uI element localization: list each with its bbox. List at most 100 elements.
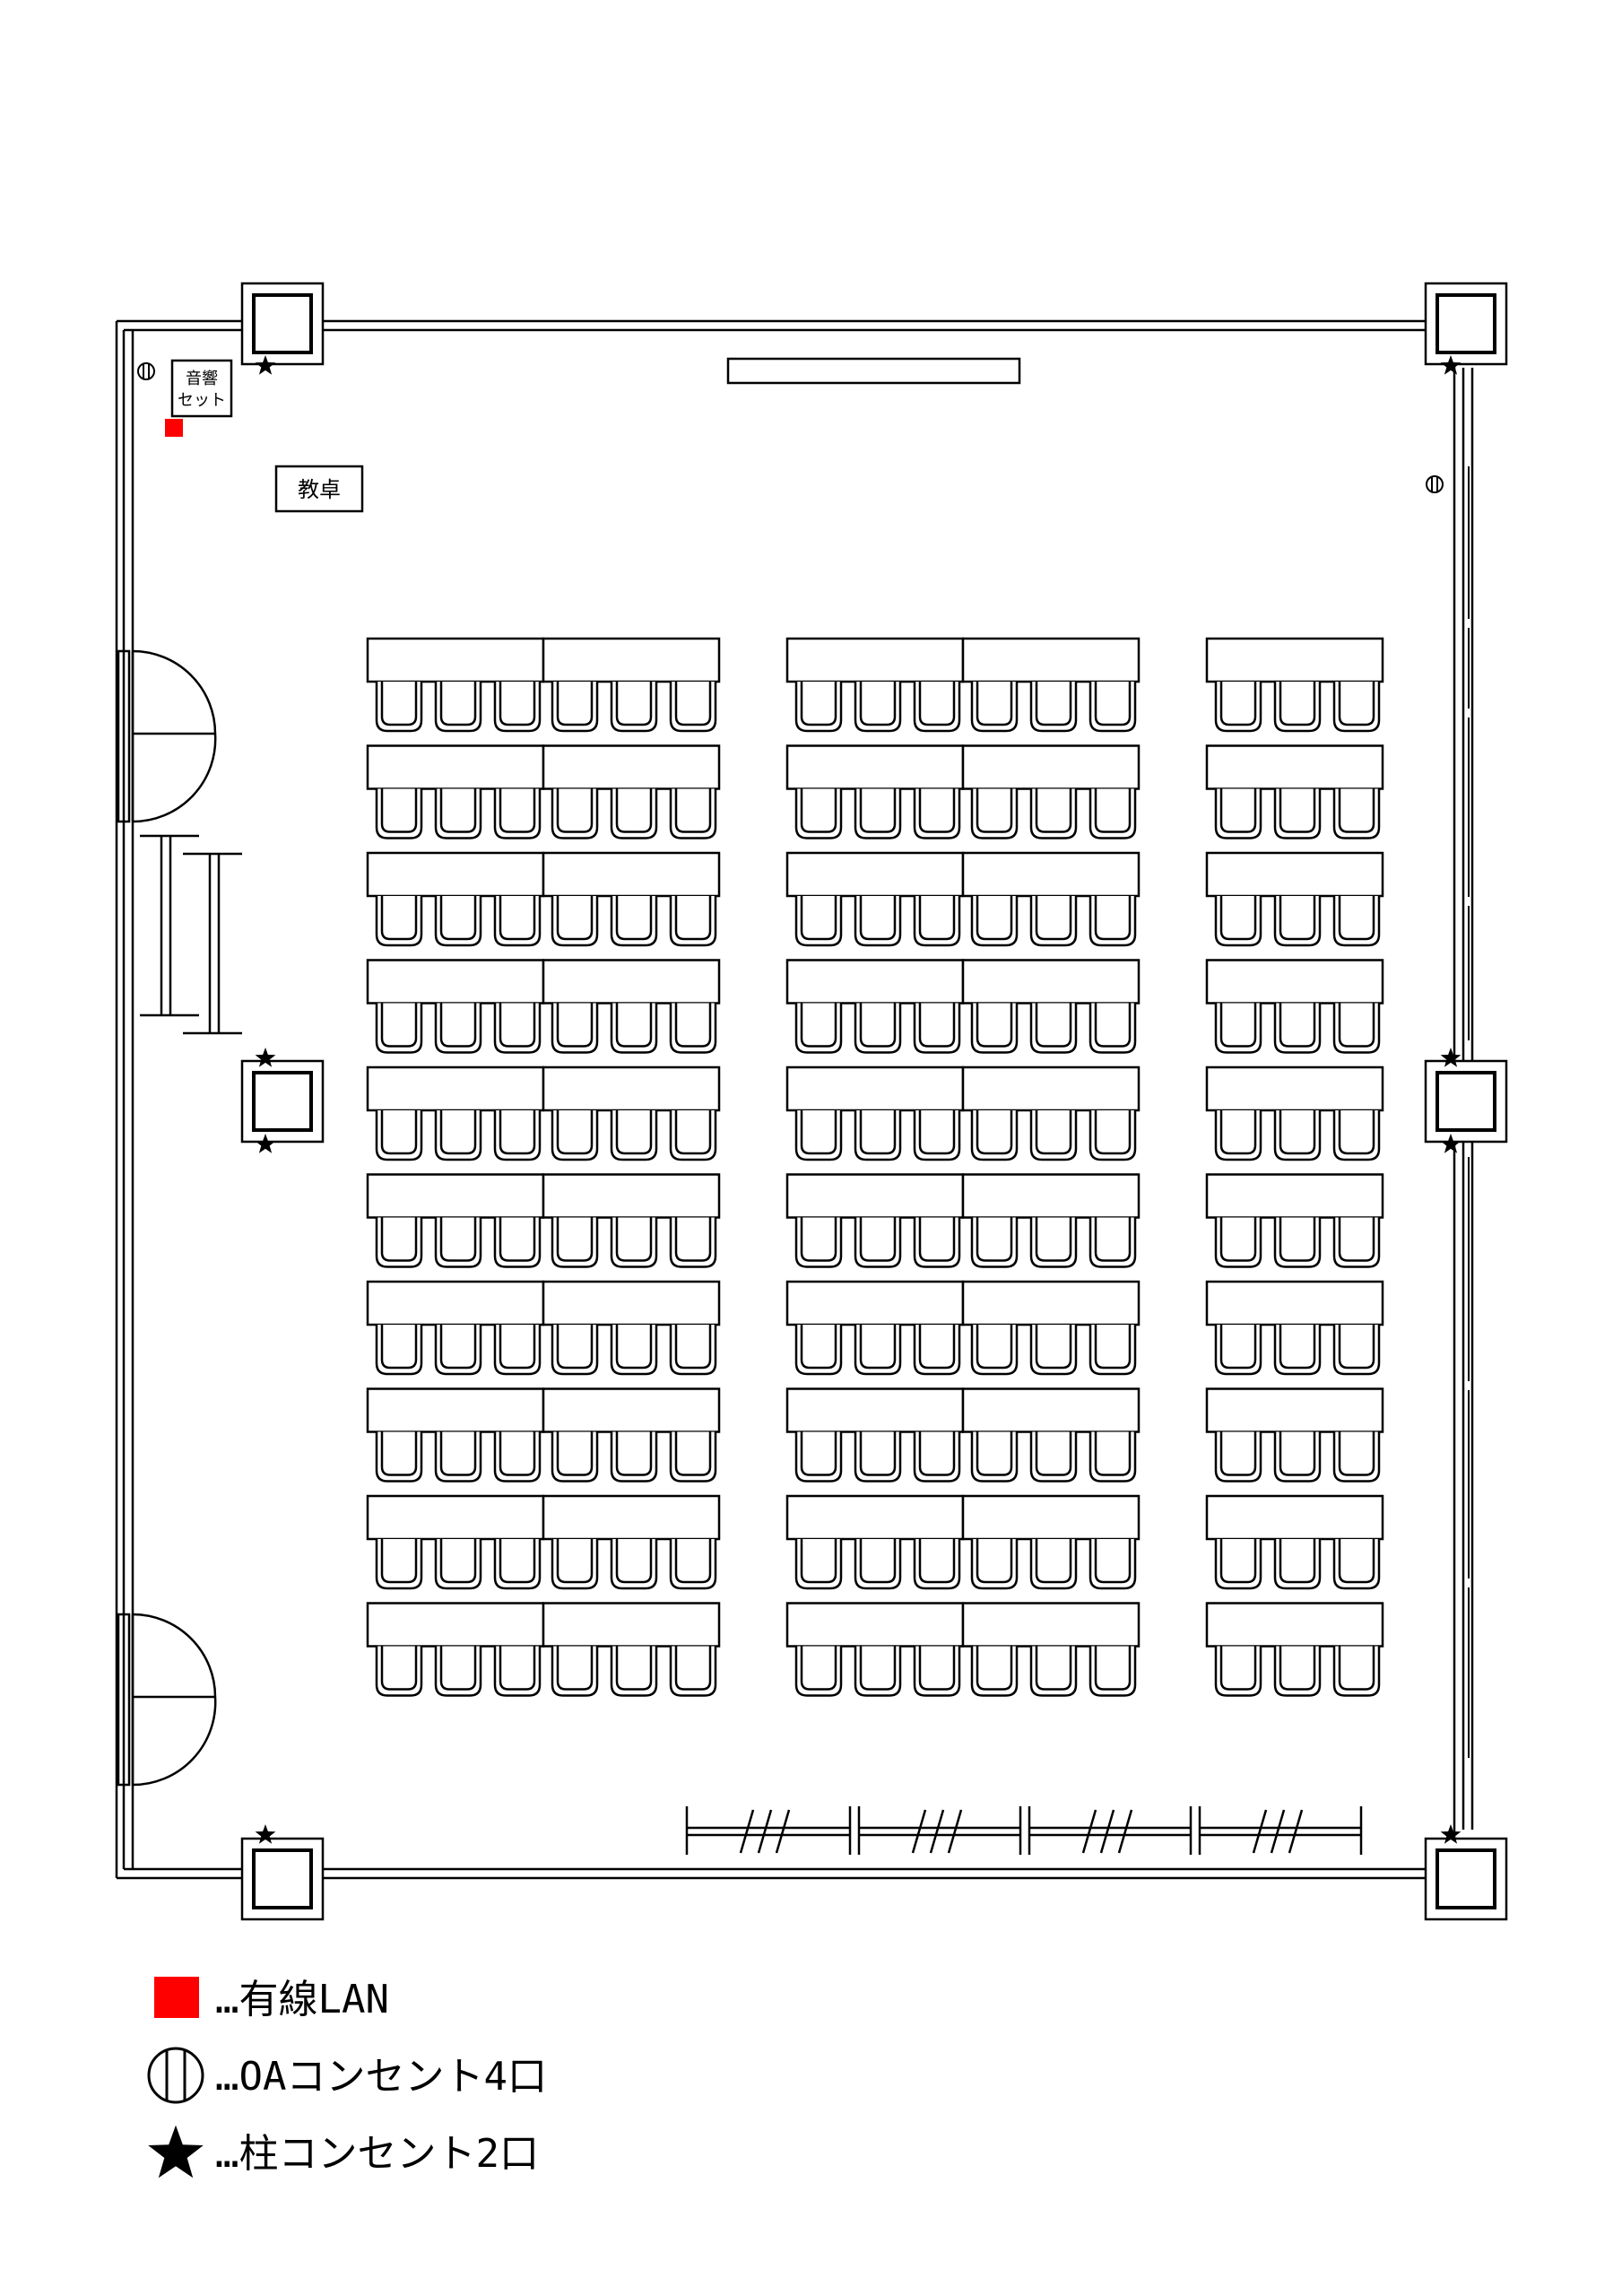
chair [1029,1110,1078,1161]
desk [785,1602,965,1648]
desk [961,637,1141,683]
chair [1332,682,1381,733]
chair [913,788,961,839]
star-icon [1440,1048,1462,1067]
folding-partition [685,1806,1363,1855]
desk [542,744,721,790]
chair [1273,1325,1322,1376]
desk [366,1065,545,1112]
chair [913,1110,961,1161]
chair [794,1003,843,1054]
chair [1029,896,1078,947]
chair [434,1217,482,1268]
chair [669,788,717,839]
desk [1205,1065,1384,1112]
chair [669,1003,717,1054]
chair [551,1003,599,1054]
screen [726,357,1021,385]
chair [1214,896,1262,947]
chair [1089,1646,1137,1697]
chair [913,1003,961,1054]
chair [854,1431,902,1483]
chair [610,788,658,839]
star-legend-icon [148,2125,204,2179]
chair [1089,1431,1137,1483]
chair [970,1325,1019,1376]
desk [785,1494,965,1541]
desk [542,1173,721,1219]
chair [1029,1646,1078,1697]
star-icon [1440,1824,1462,1844]
chair [375,1110,423,1161]
chair [610,896,658,947]
chair [1332,1217,1381,1268]
chair [375,1217,423,1268]
chair [1332,1646,1381,1697]
desk [366,851,545,898]
chair [1214,1646,1262,1697]
desk [961,744,1141,790]
chair [1273,1431,1322,1483]
chair [1332,788,1381,839]
chair [854,1003,902,1054]
chair [1029,788,1078,839]
chair [434,1110,482,1161]
desk [785,1280,965,1326]
chair [610,1539,658,1590]
chair [1273,788,1322,839]
chair [1089,896,1137,947]
oa-outlet-icon [137,362,155,380]
chair [493,682,542,733]
chair [1214,1217,1262,1268]
chair [1273,1539,1322,1590]
desk [366,1494,545,1541]
chair [493,788,542,839]
chair [375,682,423,733]
chair [551,1646,599,1697]
chair [493,1325,542,1376]
chair [551,1431,599,1483]
desk [1205,1494,1384,1541]
chair [1029,1003,1078,1054]
desk [366,1387,545,1433]
chair [854,682,902,733]
chair [551,1217,599,1268]
desk [1205,1173,1384,1219]
chair [610,1431,658,1483]
chair [1029,1539,1078,1590]
chair [610,1110,658,1161]
desk [1205,851,1384,898]
chair [493,1110,542,1161]
chair [970,788,1019,839]
legend: …有線LAN …OAコンセント4口 …柱コンセント2口 [147,1977,547,2179]
chair [794,1646,843,1697]
desk [1205,637,1384,683]
chair [610,1325,658,1376]
chair [794,1431,843,1483]
chair [1332,1431,1381,1483]
desk [785,744,965,790]
legend-text-star: …柱コンセント2口 [215,2131,539,2177]
chair [1273,896,1322,947]
chair [493,1539,542,1590]
partition-panels [140,834,242,1035]
chair [434,1325,482,1376]
chair [434,1646,482,1697]
star-icon [255,1824,276,1844]
desk [542,637,721,683]
chair [669,1217,717,1268]
chair [1089,1539,1137,1590]
chair [669,1431,717,1483]
chair [551,1325,599,1376]
chair [794,788,843,839]
chair [794,1110,843,1161]
chair [970,1539,1019,1590]
desk [366,1280,545,1326]
desk [785,1173,965,1219]
desk [961,1602,1141,1648]
audio-set-label-2: セット [178,391,226,410]
desk [366,744,545,790]
desk [542,1494,721,1541]
chair [913,682,961,733]
chair [434,682,482,733]
